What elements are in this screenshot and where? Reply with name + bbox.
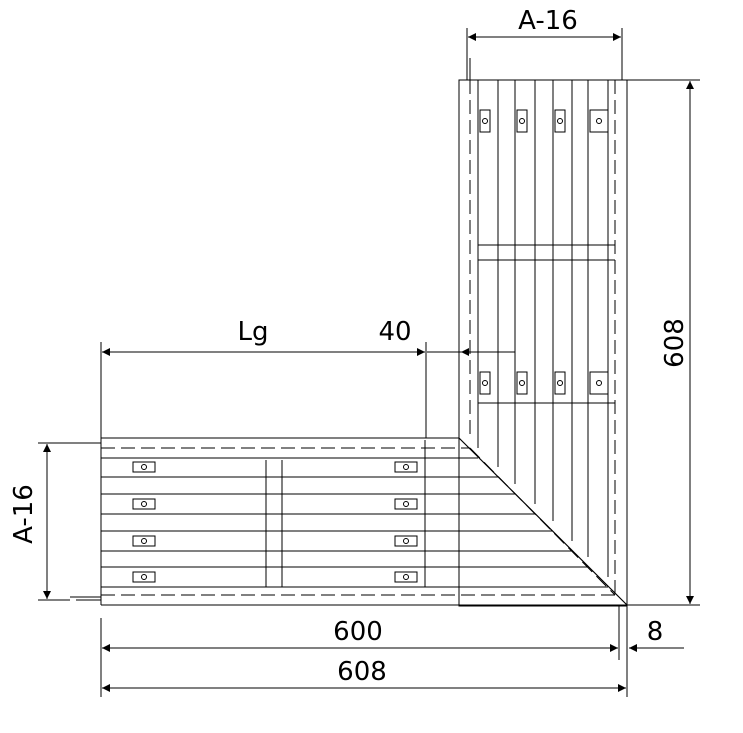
horizontal-brackets <box>132 461 418 583</box>
dim-label-40: 40 <box>378 317 411 347</box>
end-marks <box>70 52 471 601</box>
dim-label-left: A-16 <box>9 484 39 544</box>
dim-label-8: 8 <box>647 617 664 647</box>
dim-label-top: A-16 <box>518 6 578 36</box>
horizontal-arm <box>100 437 627 606</box>
dim-label-lg: Lg <box>238 317 269 347</box>
dim-label-600: 600 <box>333 617 383 647</box>
dim-label-608-bottom: 608 <box>337 657 387 687</box>
dimension-lines <box>38 28 700 697</box>
dim-label-right: 608 <box>660 318 690 368</box>
vertical-brackets <box>479 109 609 395</box>
vertical-arm <box>458 79 628 607</box>
miter-dashed-line <box>469 447 616 596</box>
